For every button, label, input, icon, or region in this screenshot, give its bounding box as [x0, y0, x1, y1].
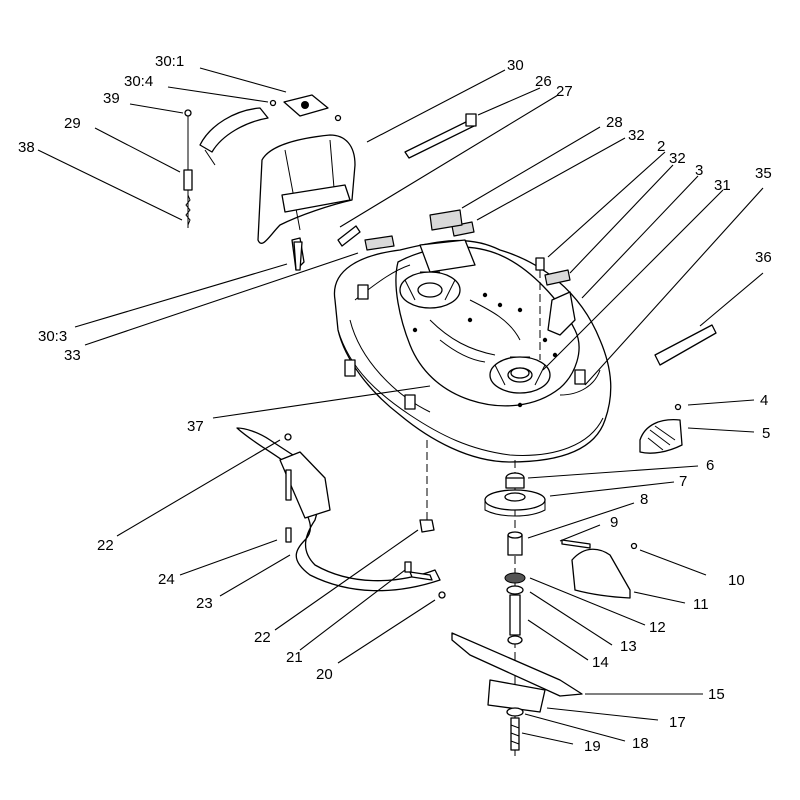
callout-33: 33	[64, 347, 81, 364]
callout-18: 18	[632, 735, 649, 752]
callout-32a: 32	[628, 127, 645, 144]
callout-4: 4	[760, 392, 768, 409]
discharge-chute-assembly	[183, 94, 477, 271]
callout-labels: 30:1 30:4 39 29 38 30 26 27 28 32 2 32 3…	[18, 53, 772, 755]
callout-15: 15	[708, 686, 725, 703]
callout-12: 12	[649, 619, 666, 636]
callout-24: 24	[158, 571, 175, 588]
decals	[364, 209, 571, 286]
callout-13: 13	[620, 638, 637, 655]
callout-29: 29	[64, 115, 81, 132]
callout-5: 5	[762, 425, 770, 442]
callout-22a: 22	[97, 537, 114, 554]
callout-35: 35	[755, 165, 772, 182]
callout-30-1: 30:1	[155, 53, 184, 70]
callout-37: 37	[187, 418, 204, 435]
callout-20: 20	[316, 666, 333, 683]
callout-39: 39	[103, 90, 120, 107]
callout-26: 26	[535, 73, 552, 90]
callout-21: 21	[286, 649, 303, 666]
callout-30-3: 30:3	[38, 328, 67, 345]
callout-10: 10	[728, 572, 745, 589]
side-deflector-assembly	[236, 427, 446, 599]
callout-6: 6	[706, 457, 714, 474]
callout-28: 28	[606, 114, 623, 131]
part-36-strip	[654, 324, 717, 366]
callout-32b: 32	[669, 150, 686, 167]
part-5-shield	[639, 403, 683, 454]
callout-14: 14	[592, 654, 609, 671]
callout-19: 19	[584, 738, 601, 755]
callout-23: 23	[196, 595, 213, 612]
callout-9: 9	[610, 514, 618, 531]
callout-30-4: 30:4	[124, 73, 153, 90]
callout-22b: 22	[254, 629, 271, 646]
callout-30: 30	[507, 57, 524, 74]
callout-17: 17	[669, 714, 686, 731]
callout-11: 11	[693, 596, 709, 613]
callout-7: 7	[679, 473, 687, 490]
callout-27: 27	[556, 83, 573, 100]
callout-38: 38	[18, 139, 35, 156]
spindle-stack	[426, 440, 638, 760]
callout-3: 3	[695, 162, 703, 179]
callout-36: 36	[755, 249, 772, 266]
mower-deck	[333, 239, 612, 463]
callout-31: 31	[714, 177, 731, 194]
deck-hardware	[510, 257, 576, 379]
callout-8: 8	[640, 491, 648, 508]
leader-lines	[37, 67, 764, 745]
callout-2: 2	[657, 138, 665, 155]
